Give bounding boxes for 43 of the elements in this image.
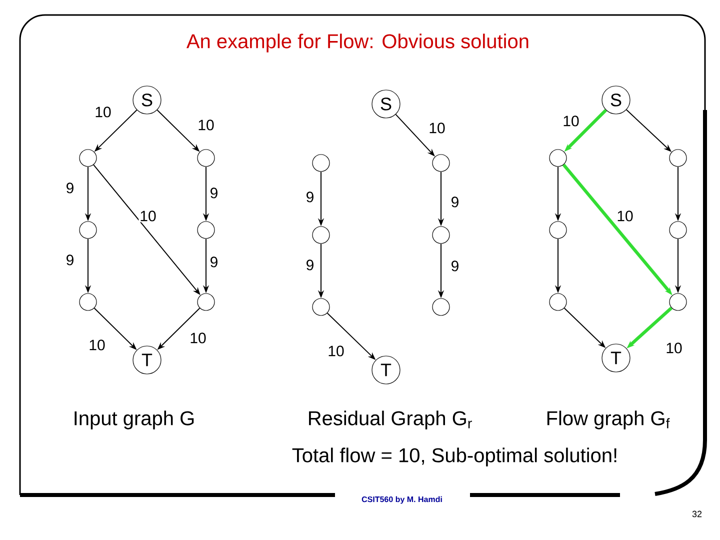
- edge-label: 10: [88, 338, 106, 352]
- edge-label: 10: [188, 332, 208, 344]
- edge-label: 9: [64, 182, 76, 194]
- node-circle: [79, 149, 97, 167]
- node-circle: [197, 221, 215, 239]
- node-circle: [432, 298, 450, 316]
- caption-text: Residual Graph G$_{r}$: [309, 410, 472, 430]
- edge-label: 10: [664, 342, 684, 354]
- edge-label: 9: [208, 256, 220, 268]
- caption-text: Total flow = 10, Sub-optimal solution!: [292, 448, 616, 466]
- node-circle: [312, 298, 330, 316]
- caption-text: Input graph G: [74, 410, 194, 430]
- node-circle: [549, 293, 567, 311]
- title: An example for Flow: Obvious solution: [186, 34, 528, 52]
- footer-text: CSIT560 by M. Hamdi: [362, 496, 442, 504]
- node-circle: [79, 221, 97, 239]
- node-circle: [669, 293, 687, 311]
- edge-label: 10: [326, 344, 346, 358]
- node-circle: [197, 149, 215, 167]
- node-circle: [432, 154, 450, 172]
- edge-label: 10: [562, 114, 580, 128]
- node-circle: [549, 149, 567, 167]
- node-circle: [197, 293, 215, 311]
- node-circle: [312, 226, 330, 244]
- node-circle: [549, 221, 567, 239]
- edge-label: 9: [304, 190, 316, 204]
- edge-label: 9: [450, 196, 460, 208]
- caption-text: Flow graph G$_{f}$: [547, 410, 670, 430]
- edge-label: 9: [208, 186, 220, 200]
- node-circle: [312, 154, 330, 172]
- node-circle: [669, 149, 687, 167]
- edge-label: 9: [304, 258, 316, 272]
- page-number: 32: [692, 510, 702, 518]
- node-circle: [79, 293, 97, 311]
- node-circle: [432, 226, 450, 244]
- edge-label: 10: [138, 210, 158, 222]
- edge-label: 9: [450, 260, 460, 272]
- edge-label: 9: [64, 254, 76, 266]
- node-circle: [669, 221, 687, 239]
- edge-label: 10: [428, 122, 446, 134]
- edge-label: 10: [616, 210, 634, 222]
- edge-label: 10: [94, 106, 112, 118]
- edge-label: 10: [196, 118, 216, 132]
